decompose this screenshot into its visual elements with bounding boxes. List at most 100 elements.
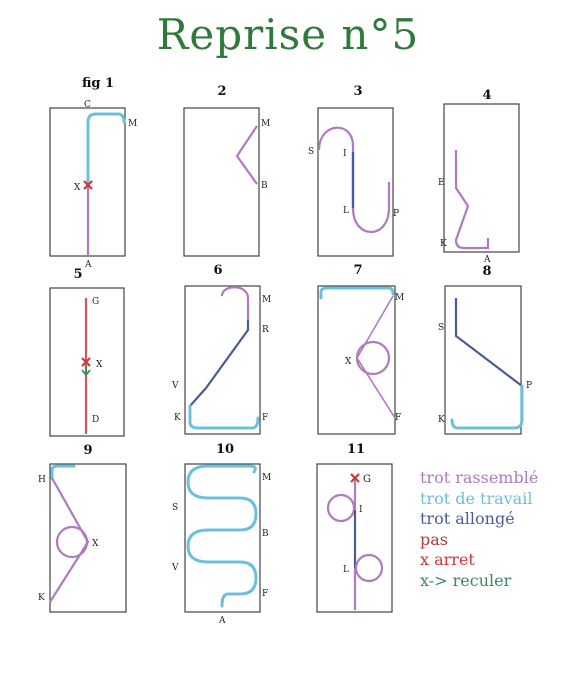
path-trot-rassemble (317, 126, 355, 152)
figure-label-4: 4 (482, 88, 492, 103)
page-title: Reprise n°5 (156, 10, 420, 59)
path-trot-de-travail (450, 384, 524, 430)
marker-letter: K (440, 239, 447, 249)
volte-circle (354, 553, 384, 583)
volte-circle (55, 525, 89, 559)
arena-rect (443, 103, 520, 253)
legend: trot rassemblé trot de travail trot allo… (420, 468, 538, 591)
marker-letter: C (84, 100, 91, 110)
marker-letter: M (128, 119, 137, 129)
arena-rect (317, 285, 396, 435)
figure-label-11: 11 (346, 442, 366, 457)
path-trot-de-travail (186, 464, 258, 608)
marker-letter: L (343, 206, 349, 216)
arena-rect (316, 463, 393, 613)
figure-8: S P K (438, 285, 532, 435)
marker-letter: R (262, 325, 269, 335)
marker-letter: F (262, 589, 268, 599)
figure-label-10: 10 (215, 442, 235, 457)
figure-label-8: 8 (482, 264, 492, 279)
marker-letter: X (92, 539, 99, 549)
figure-4: E K A (438, 103, 520, 265)
path-trot-allonge (189, 320, 250, 407)
figure-3: S I L P (308, 107, 399, 257)
legend-item: trot rassemblé (420, 468, 539, 487)
legend-item: trot de travail (420, 488, 533, 508)
legend-item: pas (420, 529, 448, 549)
figure-9: H X K (38, 463, 127, 613)
marker-letter: V (171, 381, 179, 391)
marker-letter: F (262, 413, 268, 423)
marker-letter: S (172, 503, 178, 513)
marker-letter: I (343, 149, 347, 159)
marker-letter: K (438, 415, 445, 425)
path-trot-de-travail (319, 286, 395, 300)
halt-marker (350, 473, 360, 483)
path-trot-rassemble (351, 182, 391, 234)
rein-back-arrow (81, 366, 91, 377)
figure-label-3: 3 (353, 84, 363, 99)
figure-label-7: 7 (353, 263, 363, 278)
marker-letter: V (171, 563, 179, 573)
marker-letter: K (38, 593, 45, 603)
marker-letter: P (526, 381, 532, 391)
figure-2: M B (183, 107, 270, 257)
marker-letter: A (84, 260, 92, 270)
marker-letter: S (438, 323, 444, 333)
marker-letter: G (363, 474, 371, 485)
marker-letter: M (262, 473, 271, 483)
marker-letter: X (74, 183, 81, 193)
marker-letter: A (218, 616, 226, 626)
arena-rect (317, 107, 394, 257)
arena-rect (183, 107, 260, 257)
legend-item: x-> reculer (420, 570, 512, 590)
path-trot-rassemble (49, 477, 90, 603)
path-trot-rassemble (454, 150, 490, 250)
marker-letter: G (92, 297, 99, 307)
path-trot-rassemble (220, 286, 250, 320)
path-trot-rassemble (235, 125, 258, 185)
arena-rect (184, 463, 261, 613)
marker-letter: K (174, 413, 181, 423)
figure-label-1: fig 1 (81, 76, 115, 91)
marker-letter: H (38, 475, 46, 485)
marker-letter: B (261, 181, 268, 191)
marker-letter: M (261, 119, 270, 129)
path-trot-de-travail (188, 404, 260, 430)
marker-letter: X (345, 357, 352, 367)
marker-letter: S (308, 147, 314, 157)
figure-7: M X F (317, 285, 404, 435)
volte-circle (355, 340, 391, 376)
path-trot-allonge (454, 298, 523, 387)
arena-rect (444, 285, 522, 435)
path-trot-de-travail (86, 112, 126, 188)
figure-1: C M X A (49, 100, 137, 270)
marker-letter: X (96, 360, 103, 370)
figure-11: G I L (316, 463, 393, 613)
volte-circle (326, 493, 356, 523)
figure-label-6: 6 (213, 263, 223, 278)
marker-letter: E (438, 178, 445, 188)
figure-label-2: 2 (217, 84, 227, 99)
marker-letter: P (393, 209, 399, 219)
legend-item: x arret (420, 550, 475, 569)
marker-letter: I (359, 505, 363, 515)
halt-marker (81, 357, 91, 367)
halt-marker (83, 180, 93, 190)
marker-letter: F (395, 413, 401, 423)
figure-10: M S B V F A (171, 463, 271, 626)
arena-rect (49, 287, 125, 437)
marker-letter: L (343, 565, 349, 575)
arena-rect (184, 285, 261, 435)
legend-item: trot allongé (420, 509, 515, 528)
figure-6: M R V K F (171, 285, 271, 435)
figure-label-5: 5 (73, 267, 83, 282)
marker-letter: M (395, 293, 404, 303)
figure-label-9: 9 (83, 443, 93, 458)
path-trot-de-travail (50, 464, 76, 480)
figure-5: G X D (49, 287, 125, 437)
marker-letter: D (92, 415, 99, 425)
arena-rect (49, 463, 127, 613)
marker-letter: M (262, 295, 271, 305)
marker-letter: B (262, 529, 269, 539)
